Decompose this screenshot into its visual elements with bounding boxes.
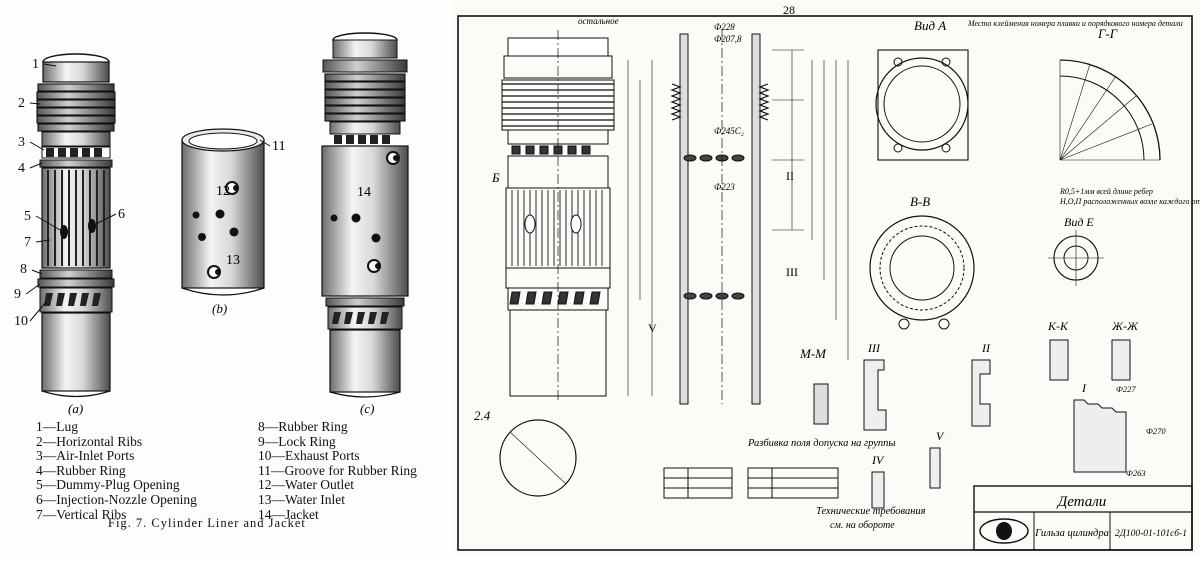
legend-item: 4—Rubber Ring bbox=[36, 462, 126, 478]
main-section-view bbox=[501, 30, 615, 402]
detail-ref-V: V bbox=[648, 321, 657, 335]
sub-label-c: (c) bbox=[360, 401, 374, 416]
callout-14: 14 bbox=[357, 185, 371, 200]
page-number: 28 bbox=[783, 3, 795, 17]
liner-a-callouts: 1 2 3 4 5 6 7 8 9 10 bbox=[14, 57, 125, 329]
view-E: Вид Е bbox=[1048, 215, 1104, 286]
detail-label-IV: IV bbox=[871, 453, 885, 467]
factory-logo-emblem bbox=[996, 522, 1012, 540]
note-remaining: остальное bbox=[578, 16, 619, 26]
tolerance-title: Разбивка поля допуска на группы bbox=[747, 438, 896, 449]
detail-ref-II: II bbox=[786, 169, 794, 183]
leader-11 bbox=[259, 139, 271, 147]
dim-phi207: Ф207,8 bbox=[714, 34, 742, 44]
legend-item: 1—Lug bbox=[36, 419, 78, 434]
liner-c-drawing bbox=[321, 32, 409, 398]
legend-item: 7—Vertical Ribs bbox=[36, 506, 127, 522]
legend-item: 9—Lock Ring bbox=[258, 433, 336, 449]
legend-item: 8—Rubber Ring bbox=[258, 419, 348, 434]
tech-requirements-ref: см. на обороте bbox=[830, 520, 895, 531]
callout-4: 4 bbox=[18, 161, 25, 176]
sub-label-b: (b) bbox=[212, 301, 227, 316]
main-view-dimensions: Ф228 Ф207,8 Ф245С₂ Ф223 остальное bbox=[578, 16, 744, 192]
note-positions: Н,О,П расположенных возле каждого отверс… bbox=[1059, 197, 1200, 206]
figure-caption: Fig. 7. Cylinder Liner and Jacket bbox=[108, 516, 306, 530]
view-title-A: Вид А bbox=[914, 18, 946, 33]
note-marking-place: Место клеймения номера плавки и порядков… bbox=[967, 19, 1183, 28]
callout-8: 8 bbox=[20, 262, 27, 277]
view-title-E: Вид Е bbox=[1064, 215, 1094, 229]
detail-label-V: V bbox=[936, 429, 945, 443]
tolerance-table-2 bbox=[747, 467, 839, 499]
ring-view: 2.4 bbox=[474, 408, 577, 497]
legend-item: 12—Water Outlet bbox=[258, 477, 355, 493]
dim-phi270: Ф270 bbox=[1146, 426, 1166, 436]
tolerance-table-1 bbox=[663, 467, 733, 499]
detail-label-III: III bbox=[867, 341, 881, 355]
detail-dimensions: Ф270 Ф227 Ф263 bbox=[1116, 384, 1166, 478]
half-section-view bbox=[627, 30, 849, 405]
legend-item: 3—Air-Inlet Ports bbox=[36, 448, 135, 464]
legend-item: 2—Horizontal Ribs bbox=[36, 433, 143, 449]
dim-phi263: Ф263 bbox=[1126, 468, 1146, 478]
section-BB: В-В bbox=[869, 194, 975, 330]
detail-label-I: I bbox=[1081, 381, 1087, 395]
detail-ref-III: III bbox=[786, 265, 798, 279]
legend-right: 8—Rubber Ring 9—Lock Ring 10—Exhaust Por… bbox=[258, 419, 417, 522]
callout-11: 11 bbox=[272, 139, 285, 154]
view-A: Вид А Место клеймения номера плавки и по… bbox=[875, 18, 1183, 161]
callout-7: 7 bbox=[24, 235, 31, 250]
title-block-header: Детали bbox=[1056, 494, 1107, 510]
section-GG: Г-Г R0,5+1мм всей длине ребер Н,О,П расп… bbox=[1059, 26, 1200, 206]
liner-illustration: 1 2 3 4 5 6 7 8 9 10 (a) bbox=[14, 32, 409, 416]
dim-phi223: Ф223 bbox=[714, 182, 735, 192]
view-title-GG: Г-Г bbox=[1097, 26, 1118, 41]
callout-6: 6 bbox=[118, 207, 125, 222]
legend-item: 5—Dummy-Plug Opening bbox=[36, 477, 180, 493]
ring-dimension: 2.4 bbox=[474, 408, 491, 423]
legend-item: 14—Jacket bbox=[258, 506, 319, 522]
sheet-border bbox=[457, 15, 1193, 551]
tech-requirements-title: Технические требования bbox=[816, 506, 926, 517]
callout-1: 1 bbox=[32, 57, 39, 72]
dim-phi245: Ф245С₂ bbox=[714, 126, 744, 136]
view-title-BB: В-В bbox=[910, 194, 930, 209]
jacket-b-drawing bbox=[181, 128, 265, 296]
callout-12: 12 bbox=[216, 184, 230, 199]
detail-label-II: II bbox=[981, 341, 991, 355]
jacket-b-callouts: 11 12 13 bbox=[216, 139, 285, 268]
callout-5: 5 bbox=[24, 209, 31, 224]
title-block: Детали Гильза цилиндра 2Д100-01-101сб-1 bbox=[973, 485, 1193, 551]
detail-label-II-marker: Б bbox=[491, 170, 500, 185]
dim-phi227: Ф227 bbox=[1116, 384, 1136, 394]
legend-item: 6—Injection-Nozzle Opening bbox=[36, 491, 197, 507]
part-name: Гильза цилиндра bbox=[1034, 528, 1109, 539]
detail-labels: III II I IV V К-К Ж-Ж bbox=[867, 319, 1139, 467]
callout-10: 10 bbox=[14, 314, 28, 329]
figure-7-panel: 1 2 3 4 5 6 7 8 9 10 (a) bbox=[0, 0, 448, 556]
engineering-drawing-panel: 28 bbox=[452, 0, 1200, 556]
section-MM-shape bbox=[813, 383, 829, 425]
sub-label-a: (a) bbox=[68, 401, 83, 416]
drawing-sheet: 28 bbox=[457, 3, 1200, 551]
callout-2: 2 bbox=[18, 96, 25, 111]
tolerance-groups: Разбивка поля допуска на группы bbox=[663, 438, 896, 499]
view-title-KK: К-К bbox=[1047, 319, 1069, 333]
callout-13: 13 bbox=[226, 253, 240, 268]
part-number: 2Д100-01-101сб-1 bbox=[1115, 528, 1187, 539]
dim-phi228: Ф228 bbox=[714, 22, 735, 32]
view-title-MM: М-М bbox=[799, 346, 827, 361]
callout-3: 3 bbox=[18, 135, 25, 150]
factory-logo bbox=[979, 518, 1029, 544]
legend-item: 13—Water Inlet bbox=[258, 491, 346, 507]
liner-a-leaders bbox=[25, 63, 117, 322]
view-title-ZZ: Ж-Ж bbox=[1111, 319, 1139, 333]
callout-9: 9 bbox=[14, 287, 21, 302]
legend-left: 1—Lug 2—Horizontal Ribs 3—Air-Inlet Port… bbox=[36, 419, 197, 522]
detail-views bbox=[863, 339, 1131, 509]
legend-item: 10—Exhaust Ports bbox=[258, 448, 360, 464]
legend-item: 11—Groove for Rubber Ring bbox=[258, 462, 417, 478]
liner-a-drawing bbox=[36, 53, 116, 398]
note-rib-radius: R0,5+1мм всей длине ребер bbox=[1059, 187, 1153, 196]
